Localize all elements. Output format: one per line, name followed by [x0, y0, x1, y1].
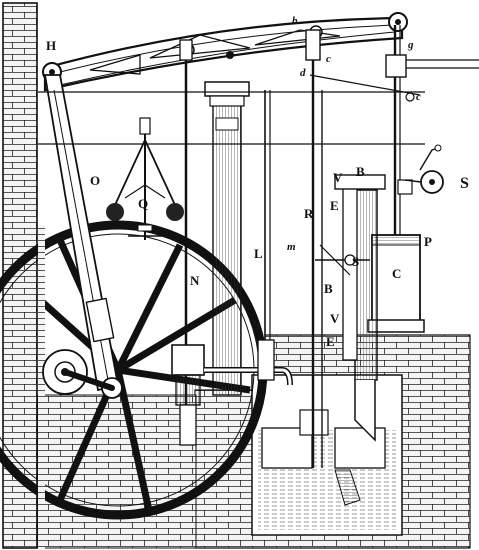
label-L: L — [254, 246, 263, 261]
beam-support-column — [204, 81, 250, 396]
steam-cylinder — [334, 174, 425, 442]
label-S-gear: S — [460, 175, 469, 192]
horizontal-shafting — [38, 59, 479, 145]
walking-beam — [42, 12, 408, 92]
label-g: g — [407, 39, 414, 51]
label-V-top: V — [333, 170, 343, 185]
label-E-mid: E — [326, 334, 335, 349]
label-E-top: E — [330, 198, 339, 213]
label-S-valve: S — [352, 254, 359, 269]
label-N: N — [190, 273, 200, 288]
connecting-rod — [43, 74, 123, 399]
label-B-mid: B — [324, 281, 333, 296]
label-b: b — [292, 15, 298, 27]
label-V-mid: V — [330, 311, 340, 326]
label-c-lever: c — [416, 91, 421, 103]
label-d: d — [300, 67, 306, 79]
label-m: m — [287, 241, 296, 253]
label-Q: Q — [138, 196, 148, 211]
cold-water-cistern — [251, 374, 403, 536]
label-R: R — [304, 206, 314, 221]
label-C: C — [392, 266, 401, 281]
label-H: H — [46, 38, 56, 53]
label-P: P — [424, 234, 432, 249]
label-c-rod: c — [326, 53, 331, 65]
diagram-labels: H b g d c c O Q N L R m S S V B E B V E … — [46, 15, 469, 349]
label-B-top: B — [356, 164, 365, 179]
valve-gear — [315, 92, 444, 276]
hot-water-pump — [171, 339, 293, 446]
label-O: O — [90, 173, 100, 188]
pump-rods — [179, 25, 407, 468]
centrifugal-governor — [106, 117, 184, 240]
